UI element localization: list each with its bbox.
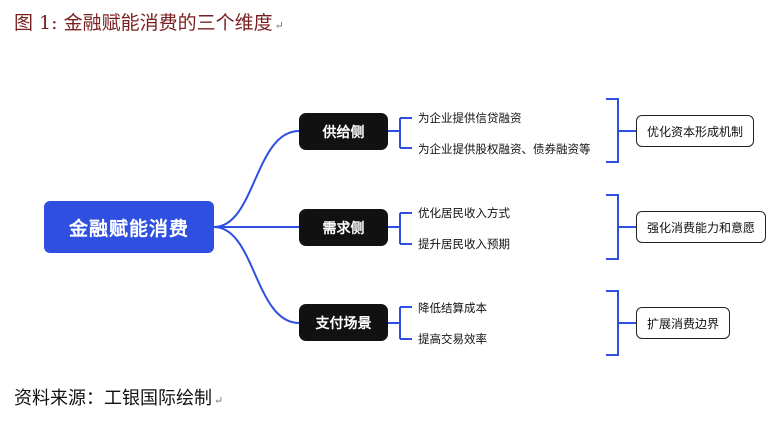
- paragraph-mark: ↵: [214, 394, 224, 407]
- figure-title-text: 图 1: 金融赋能消费的三个维度: [14, 12, 273, 34]
- connector-supply-items: [388, 117, 412, 149]
- supply-item-credit: 为企业提供信贷融资: [418, 111, 522, 125]
- connector-root-payment: [213, 226, 300, 324]
- bracket-payment: [606, 290, 636, 356]
- bracket-demand: [606, 194, 636, 260]
- demand-item-income-method: 优化居民收入方式: [418, 206, 510, 220]
- connector-payment-items: [388, 306, 412, 340]
- source-note: 资料来源：工银国际绘制↵: [14, 384, 223, 410]
- root-node: 金融赋能消费: [44, 201, 214, 253]
- branch-node-payment: 支付场景: [299, 304, 388, 341]
- payment-item-settlement-cost: 降低结算成本: [418, 301, 487, 315]
- result-node-supply: 优化资本形成机制: [636, 115, 755, 147]
- supply-item-equity-bond: 为企业提供股权融资、债券融资等: [418, 142, 591, 156]
- connector-root-supply: [213, 130, 300, 228]
- source-note-text: 资料来源：工银国际绘制: [14, 388, 212, 409]
- paragraph-mark: ↵: [274, 19, 284, 32]
- result-node-demand: 强化消费能力和意愿: [636, 211, 767, 243]
- bracket-supply: [606, 98, 636, 163]
- result-node-payment: 扩展消费边界: [636, 307, 731, 339]
- demand-item-income-expectation: 提升居民收入预期: [418, 237, 510, 251]
- connector-demand-items: [388, 212, 412, 245]
- branch-node-demand: 需求侧: [299, 209, 388, 246]
- payment-item-transaction-efficiency: 提高交易效率: [418, 332, 487, 346]
- figure-title: 图 1: 金融赋能消费的三个维度↵: [14, 8, 284, 35]
- branch-node-supply: 供给侧: [299, 113, 388, 150]
